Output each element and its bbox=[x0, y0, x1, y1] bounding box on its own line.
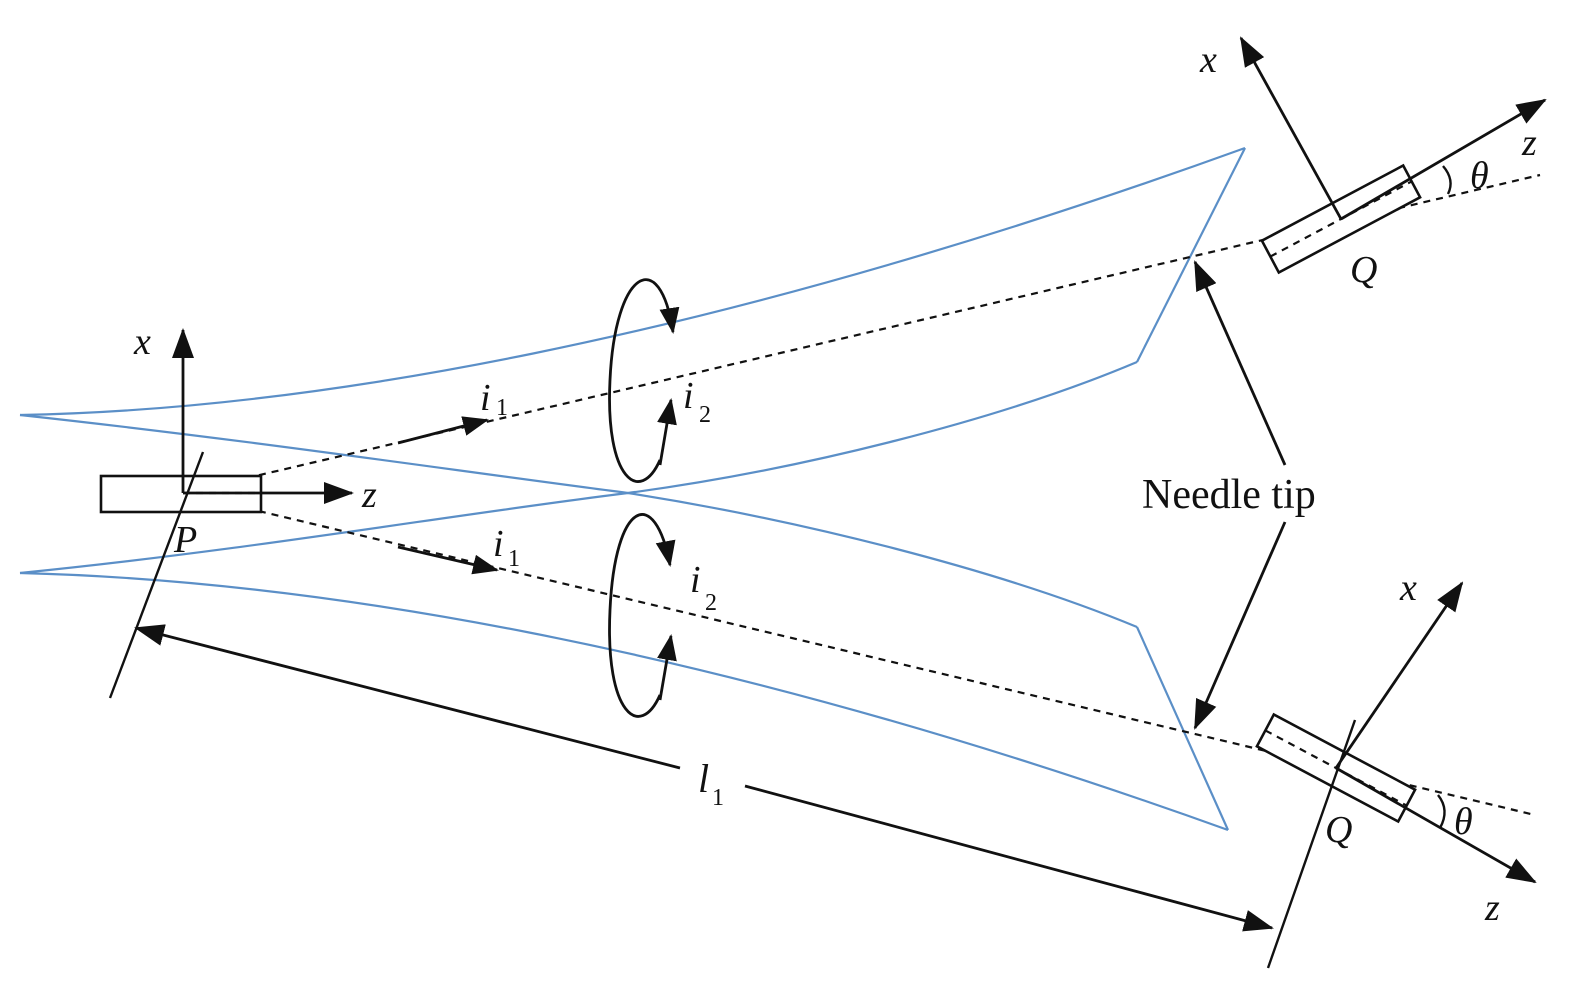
upper-i1-subscript: 1 bbox=[496, 395, 508, 421]
lower-i1-arrow bbox=[397, 545, 499, 575]
upper-tip-frame-q: x z θ Q bbox=[1199, 36, 1547, 291]
upper-tip-x-axis bbox=[1239, 36, 1343, 220]
lower-needle-shape bbox=[19, 491, 1230, 832]
upper-i1-label: i bbox=[480, 377, 491, 419]
lower-theta-label: θ bbox=[1454, 801, 1473, 843]
length-l1-subscript: 1 bbox=[712, 785, 724, 811]
length-l1-arrow-right bbox=[744, 784, 1274, 932]
upper-tip-x-label: x bbox=[1199, 39, 1217, 81]
upper-tip-z-label: z bbox=[1521, 122, 1537, 164]
upper-i1-arrow bbox=[397, 416, 489, 445]
upper-needle-shape bbox=[19, 146, 1246, 495]
lower-i2-label: i bbox=[690, 559, 701, 601]
length-l1-label: l bbox=[698, 756, 709, 801]
needle-tip-pointer-upper bbox=[1193, 260, 1287, 466]
lower-tip-frame-q: x z θ Q bbox=[1255, 567, 1537, 969]
base-z-label: z bbox=[361, 474, 377, 516]
lower-tip-z-label: z bbox=[1484, 887, 1500, 929]
lower-tip-x-axis bbox=[1334, 581, 1464, 769]
lower-i2-subscript: 2 bbox=[705, 590, 717, 616]
lower-rotation-up-arrow bbox=[657, 634, 677, 701]
upper-theta-arc bbox=[1442, 165, 1452, 195]
base-x-label: x bbox=[133, 321, 151, 363]
lower-i1-label: i bbox=[493, 523, 504, 565]
lower-needle-bottom-edge bbox=[19, 571, 1229, 832]
needle-tip-pointer-lower bbox=[1193, 521, 1287, 730]
base-frame-p: x z P bbox=[99, 321, 377, 699]
lower-rotation-i2: i 2 bbox=[608, 513, 717, 718]
upper-theta-label: θ bbox=[1470, 155, 1489, 197]
lower-q-label: Q bbox=[1325, 809, 1352, 851]
upper-needle-tip-edge bbox=[1136, 147, 1246, 363]
lower-rotation-loop bbox=[608, 513, 676, 718]
upper-i2-subscript: 2 bbox=[699, 402, 711, 428]
point-p-label: P bbox=[173, 519, 197, 561]
upper-rotation-up-arrow bbox=[657, 398, 677, 466]
length-l1-arrow-left bbox=[134, 624, 681, 770]
lower-tip-x-label: x bbox=[1399, 567, 1417, 609]
upper-needle-bottom-edge bbox=[19, 360, 1138, 495]
needle-tip-label: Needle tip bbox=[1142, 472, 1316, 518]
lower-needle-top-edge bbox=[19, 491, 1138, 629]
upper-rotation-loop bbox=[608, 278, 680, 483]
lower-tip-z-axis bbox=[1335, 766, 1537, 884]
lower-theta-arc bbox=[1437, 794, 1446, 829]
lower-i1-subscript: 1 bbox=[508, 546, 520, 572]
upper-q-label: Q bbox=[1350, 249, 1377, 291]
upper-tip-z-axis bbox=[1340, 98, 1547, 221]
lower-needle-tip-edge bbox=[1135, 626, 1230, 831]
upper-i2-label: i bbox=[683, 375, 694, 417]
upper-needle-top-edge bbox=[19, 146, 1246, 417]
upper-rotation-i2: i 2 bbox=[608, 278, 711, 483]
